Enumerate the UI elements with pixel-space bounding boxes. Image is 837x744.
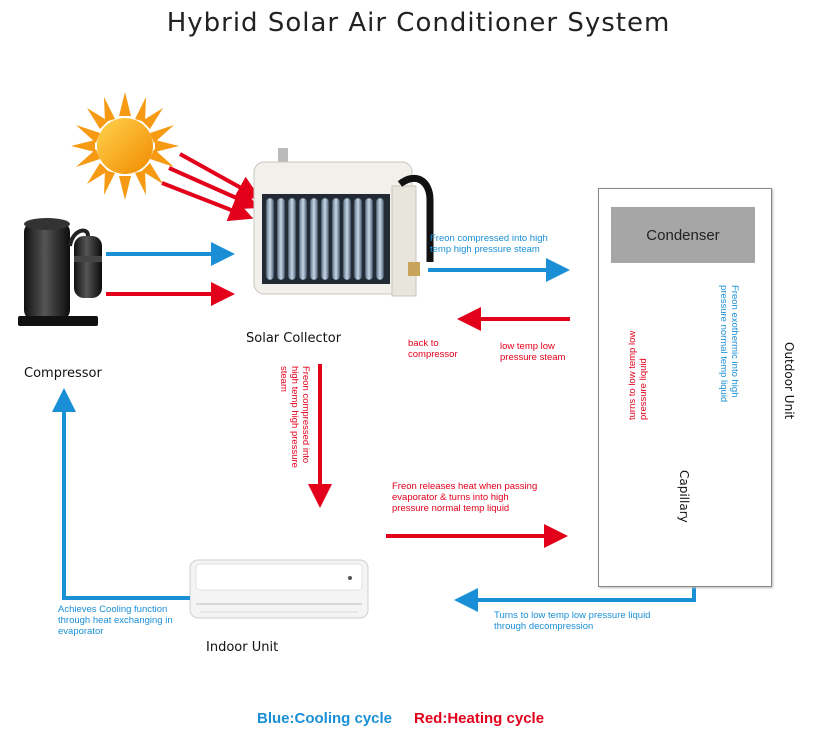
sun-icon [71,92,179,200]
arrow-indoor-to-compressor-blue [52,388,190,600]
annotation-freon-compressed-down: Freon compressed into high temp high pre… [278,366,311,468]
solar-ray-arrows [161,152,261,222]
annotation-achieves-cooling: Achieves Cooling function through heat e… [58,604,173,637]
arrow-outdoor-to-indoor-blue [454,584,696,612]
indoor-unit-label: Indoor Unit [206,640,279,655]
annotation-low-temp-steam: low temp low pressure steam [500,341,566,363]
condenser-box: Condenser [611,207,755,263]
annotation-back-to-compressor: back to compressor [408,338,458,360]
diagram-title: Hybrid Solar Air Conditioner System [166,8,671,38]
solar-collector-icon [253,148,434,297]
legend-heating: Red:Heating cycle [414,710,545,727]
outdoor-unit-label: Outdoor Unit [782,342,796,420]
annotation-freon-compressed-right: Freon compressed into high temp high pre… [430,233,548,255]
compressor-label: Compressor [24,366,102,381]
annotation-decompression: Turns to low temp low pressure liquid th… [494,610,651,632]
indoor-unit-icon [189,559,369,619]
capillary-label: Capillary [677,470,691,523]
legend-cooling: Blue:Cooling cycle [257,710,393,727]
compressor-icon [18,218,102,326]
solar-collector-label: Solar Collector [246,331,342,346]
annotation-freon-exothermic: Freon exothermic into high pressure norm… [718,285,740,403]
annotation-freon-releases-heat: Freon releases heat when passing evapora… [392,481,538,514]
annotation-turns-low-temp-liquid: turns to low temp low pressure liquid [627,330,649,420]
